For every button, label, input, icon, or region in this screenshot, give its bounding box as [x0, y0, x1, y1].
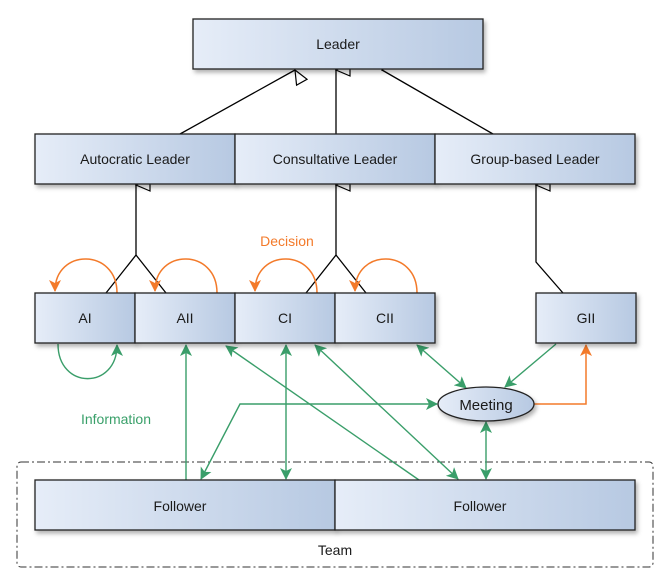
decision-meeting-to-gii — [534, 344, 592, 405]
edge-gii-to-group — [536, 185, 564, 294]
node-consultative-leader[interactable]: Consultative Leader — [234, 133, 436, 185]
node-ai-label: AI — [78, 310, 91, 326]
decision-loop-ci — [249, 258, 318, 294]
info-gii-meeting — [504, 343, 557, 388]
node-meeting-label: Meeting — [459, 397, 512, 414]
info-ci-follower2 — [314, 344, 459, 480]
node-group-based-leader[interactable]: Group-based Leader — [434, 133, 636, 185]
node-follower-2-label: Follower — [454, 498, 507, 514]
info-loop-ai — [57, 343, 123, 380]
node-aii-label: AII — [176, 310, 193, 326]
node-ci-label: CI — [278, 310, 292, 326]
node-gii-label: GII — [577, 310, 596, 326]
generalization-edges — [105, 70, 564, 294]
node-leader[interactable]: Leader — [192, 18, 484, 70]
decision-loop-cii — [349, 258, 418, 294]
node-leader-label: Leader — [316, 36, 360, 52]
node-group-based-leader-label: Group-based Leader — [470, 151, 600, 167]
node-meeting[interactable]: Meeting — [437, 386, 535, 422]
node-follower-1[interactable]: Follower — [34, 479, 336, 531]
info-cii-meeting — [416, 344, 467, 389]
team-container — [16, 461, 654, 568]
decision-loop-aii — [149, 258, 218, 294]
node-gii[interactable]: GII — [535, 292, 637, 344]
decision-edges — [49, 258, 592, 405]
edge-autocratic-to-leader — [179, 70, 295, 135]
node-autocratic-leader[interactable]: Autocratic Leader — [34, 133, 236, 185]
node-ai[interactable]: AI — [34, 292, 136, 344]
info-follower2-to-aii — [225, 345, 420, 481]
node-aii[interactable]: AII — [134, 292, 236, 344]
information-edges — [57, 343, 557, 481]
node-follower-1-label: Follower — [154, 498, 207, 514]
node-cii[interactable]: CII — [334, 292, 436, 344]
edge-cii-to-consultative — [335, 254, 367, 294]
node-follower-2[interactable]: Follower — [334, 479, 636, 531]
node-consultative-leader-label: Consultative Leader — [273, 151, 398, 167]
info-meeting-follower1 — [200, 398, 438, 480]
edge-group-to-leader — [382, 70, 494, 135]
team-label: Team — [318, 542, 352, 558]
edge-ai-to-autocratic — [105, 185, 136, 294]
edge-aii-to-autocratic — [135, 254, 167, 294]
decision-label: Decision — [260, 233, 314, 249]
node-autocratic-leader-label: Autocratic Leader — [80, 151, 190, 167]
node-cii-label: CII — [376, 310, 394, 326]
information-label: Information — [81, 411, 151, 427]
decision-loop-ai — [49, 258, 118, 294]
node-ci[interactable]: CI — [234, 292, 336, 344]
